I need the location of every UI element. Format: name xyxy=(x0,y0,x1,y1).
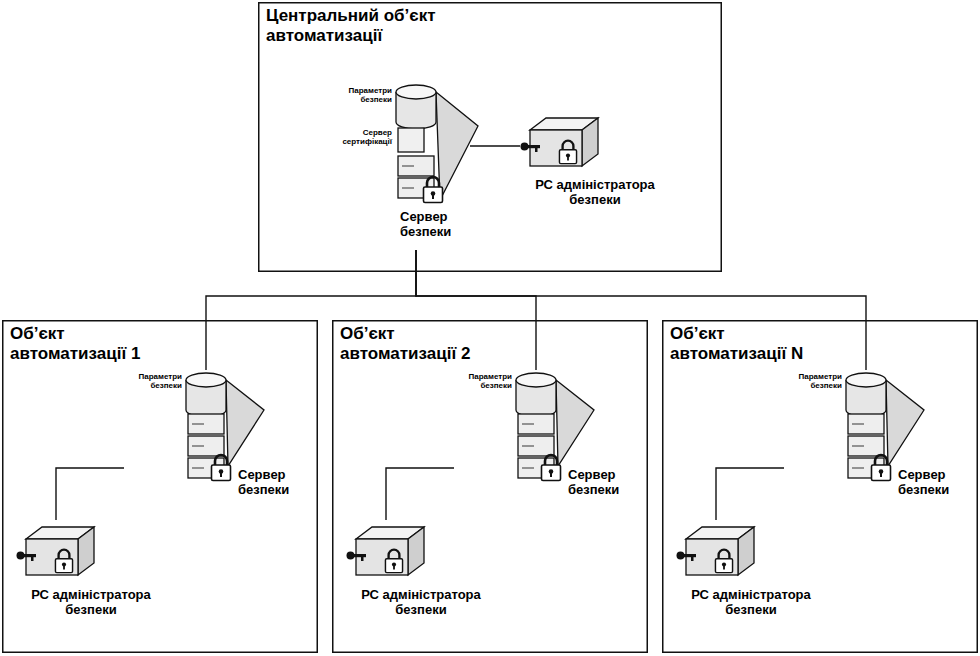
component-label: РС адміністратора безпеки xyxy=(346,588,496,618)
site-box: Об’єкт автоматизації N Параметри безпекиС… xyxy=(662,320,978,653)
site-box: Центральний об’єкт автоматизаціїПараметр… xyxy=(258,2,722,272)
component-label: РС адміністратора безпеки xyxy=(520,178,670,208)
workstation-icon xyxy=(677,527,755,575)
workstation-icon xyxy=(17,527,95,575)
network-link xyxy=(470,145,520,146)
workstation-icon xyxy=(521,118,599,166)
workstation-node: РС адміністратора безпеки xyxy=(16,520,170,624)
component-label: Сервер безпеки xyxy=(568,468,632,498)
workstation-node: РС адміністратора безпеки xyxy=(520,110,674,214)
component-caption: Параметри безпеки xyxy=(330,86,392,104)
component-label: Сервер безпеки xyxy=(400,210,466,240)
site-title: Об’єкт автоматизації N xyxy=(670,324,830,363)
site-title: Об’єкт автоматизації 2 xyxy=(340,324,500,363)
server-node: Параметри безпекиСервер безпеки xyxy=(454,370,636,504)
component-caption: Сервер сертифікації xyxy=(330,128,392,146)
component-caption: Параметри безпеки xyxy=(454,372,512,390)
server-node: Параметри безпекиСервер безпеки xyxy=(784,370,966,504)
workstation-node: РС адміністратора безпеки xyxy=(676,520,830,624)
server-icon xyxy=(516,373,594,481)
server-icon xyxy=(846,373,924,481)
site-title: Центральний об’єкт автоматизації xyxy=(266,6,466,45)
network-link xyxy=(56,468,124,520)
component-caption: Параметри безпеки xyxy=(784,372,842,390)
component-label: Сервер безпеки xyxy=(898,468,962,498)
network-link xyxy=(716,468,784,520)
server-node: Параметри безпекиСервер сертифікаціїСерв… xyxy=(330,82,470,250)
network-link xyxy=(416,250,866,370)
server-icon xyxy=(396,85,478,203)
workstation-icon xyxy=(347,527,425,575)
component-label: РС адміністратора безпеки xyxy=(16,588,166,618)
site-box: Об’єкт автоматизації 2 Параметри безпекиС… xyxy=(332,320,648,653)
network-link xyxy=(386,468,454,520)
component-label: РС адміністратора безпеки xyxy=(676,588,826,618)
component-label: Сервер безпеки xyxy=(238,468,302,498)
component-caption: Параметри безпеки xyxy=(124,372,182,390)
server-icon xyxy=(186,373,264,481)
site-title: Об’єкт автоматизації 1 xyxy=(10,324,170,363)
site-box: Об’єкт автоматизації 1 Параметри безпекиС… xyxy=(2,320,318,653)
server-node: Параметри безпекиСервер безпеки xyxy=(124,370,306,504)
workstation-node: РС адміністратора безпеки xyxy=(346,520,500,624)
